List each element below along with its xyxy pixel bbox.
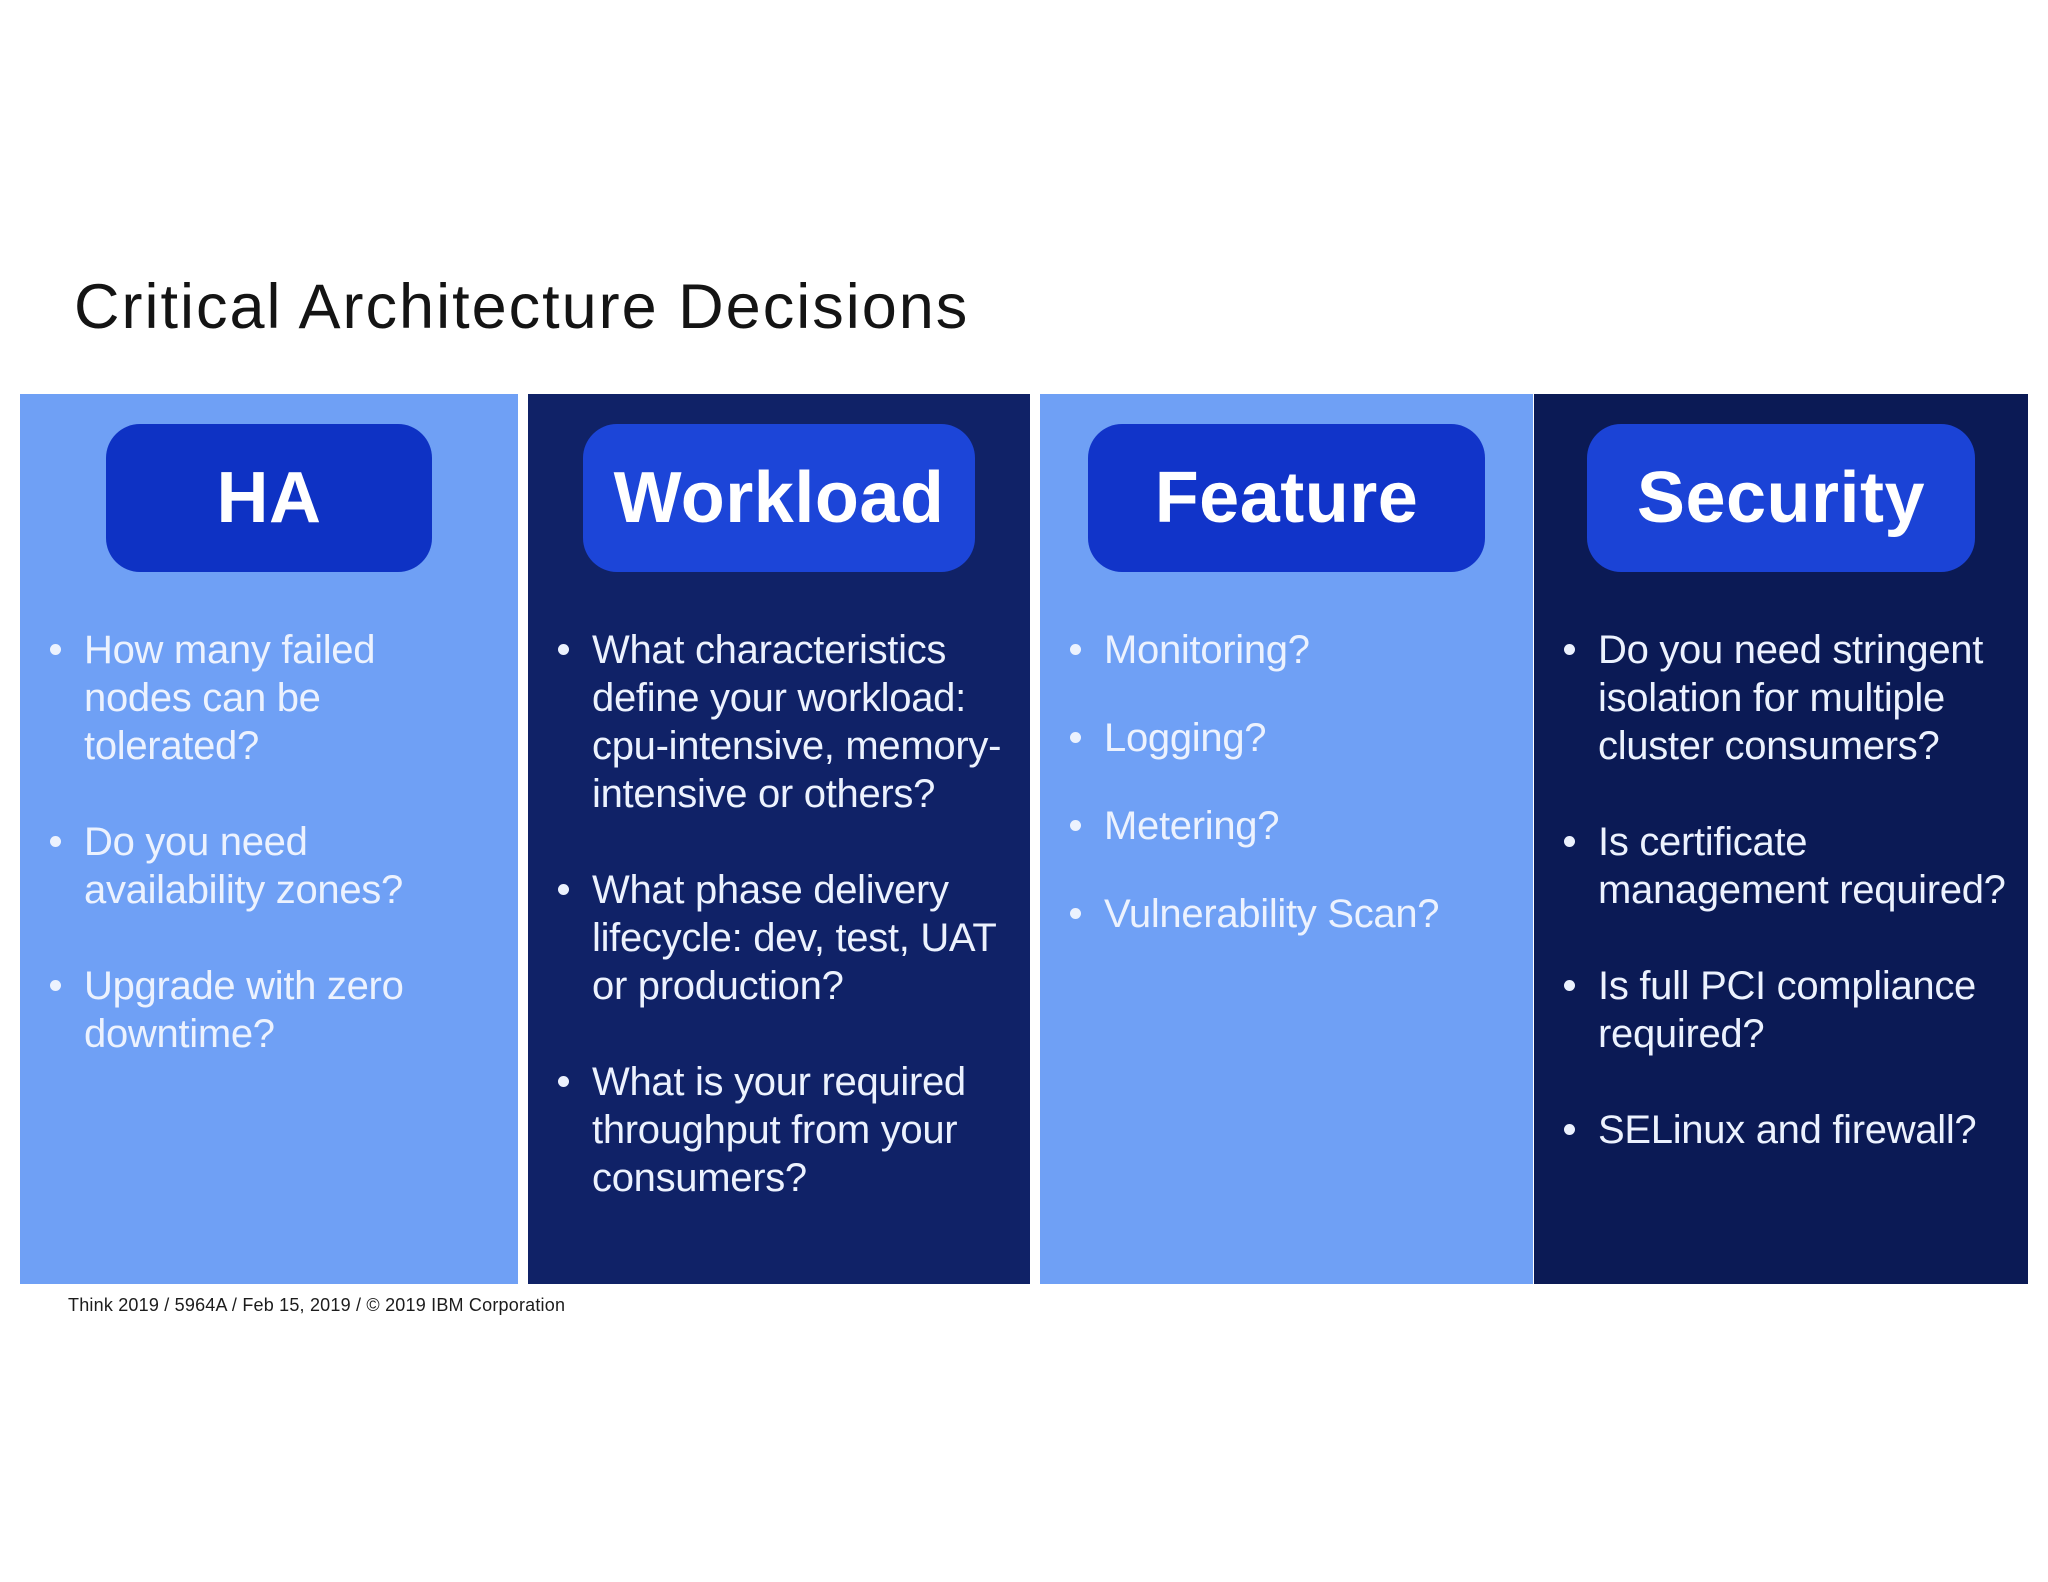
bullet-text: What phase delivery lifecycle: dev, test…: [592, 868, 997, 1008]
bullet-text: How many failed nodes can be tolerated?: [84, 628, 376, 768]
bullet-dot-icon: [1070, 820, 1081, 831]
badge-label: Security: [1636, 458, 1926, 538]
bullet-dot-icon: [1564, 1124, 1575, 1135]
bullet-dot-icon: [558, 644, 569, 655]
bullet-text: Upgrade with zero downtime?: [84, 964, 404, 1056]
bullet-text: Do you need stringent isolation for mult…: [1598, 628, 1984, 768]
bullet-text: What is your required throughput from yo…: [592, 1060, 966, 1200]
bullet-list: Monitoring? Logging? Metering? Vulnerabilit…: [1040, 626, 1533, 978]
bullet-item: Do you need availability zones?: [20, 818, 518, 914]
bullet-text: Do you need availability zones?: [84, 820, 403, 912]
badge-ha: HA: [106, 424, 432, 572]
bullet-dot-icon: [1070, 908, 1081, 919]
bullet-item: Is certificate management required?: [1534, 818, 2028, 914]
bullet-item: Do you need stringent isolation for mult…: [1534, 626, 2028, 770]
bullet-list: What characteristics define your workloa…: [528, 626, 1030, 1250]
bullet-item: Metering?: [1040, 802, 1533, 850]
bullet-item: What characteristics define your workloa…: [528, 626, 1030, 818]
bullet-text: SELinux and firewall?: [1598, 1108, 1977, 1152]
bullet-item: Upgrade with zero downtime?: [20, 962, 518, 1058]
bullet-item: Logging?: [1040, 714, 1533, 762]
badge-label: HA: [216, 458, 322, 538]
column-security: Security Do you need stringent isolation …: [1534, 394, 2028, 1284]
slide-title: Critical Architecture Decisions: [74, 272, 970, 342]
bullet-dot-icon: [558, 1076, 569, 1087]
badge-feature: Feature: [1088, 424, 1485, 572]
bullet-dot-icon: [50, 644, 61, 655]
bullet-dot-icon: [50, 980, 61, 991]
bullet-item: How many failed nodes can be tolerated?: [20, 626, 518, 770]
bullet-text: What characteristics define your workloa…: [592, 628, 1002, 816]
bullet-item: What phase delivery lifecycle: dev, test…: [528, 866, 1030, 1010]
bullet-text: Monitoring?: [1104, 628, 1310, 672]
bullet-text: Logging?: [1104, 716, 1267, 760]
bullet-dot-icon: [558, 884, 569, 895]
column-ha: HA How many failed nodes can be tolerated…: [20, 394, 518, 1284]
badge-security: Security: [1587, 424, 1975, 572]
badge-label: Workload: [613, 458, 945, 538]
bullet-item: Is full PCI compliance required?: [1534, 962, 2028, 1058]
badge-workload: Workload: [583, 424, 975, 572]
bullet-dot-icon: [1564, 644, 1575, 655]
bullet-item: What is your required throughput from yo…: [528, 1058, 1030, 1202]
bullet-list: How many failed nodes can be tolerated? D…: [20, 626, 518, 1106]
bullet-dot-icon: [1564, 980, 1575, 991]
bullet-item: Vulnerability Scan?: [1040, 890, 1533, 938]
bullet-item: Monitoring?: [1040, 626, 1533, 674]
bullet-list: Do you need stringent isolation for mult…: [1534, 626, 2028, 1202]
footer-credit: Think 2019 / 5964A / Feb 15, 2019 / © 20…: [68, 1295, 566, 1315]
bullet-item: SELinux and firewall?: [1534, 1106, 2028, 1154]
bullet-text: Metering?: [1104, 804, 1280, 848]
badge-label: Feature: [1154, 458, 1419, 538]
bullet-dot-icon: [50, 836, 61, 847]
bullet-text: Is full PCI compliance required?: [1598, 964, 1976, 1056]
bullet-dot-icon: [1070, 644, 1081, 655]
bullet-text: Is certificate management required?: [1598, 820, 2006, 912]
bullet-dot-icon: [1070, 732, 1081, 743]
bullet-dot-icon: [1564, 836, 1575, 847]
bullet-text: Vulnerability Scan?: [1104, 892, 1440, 936]
